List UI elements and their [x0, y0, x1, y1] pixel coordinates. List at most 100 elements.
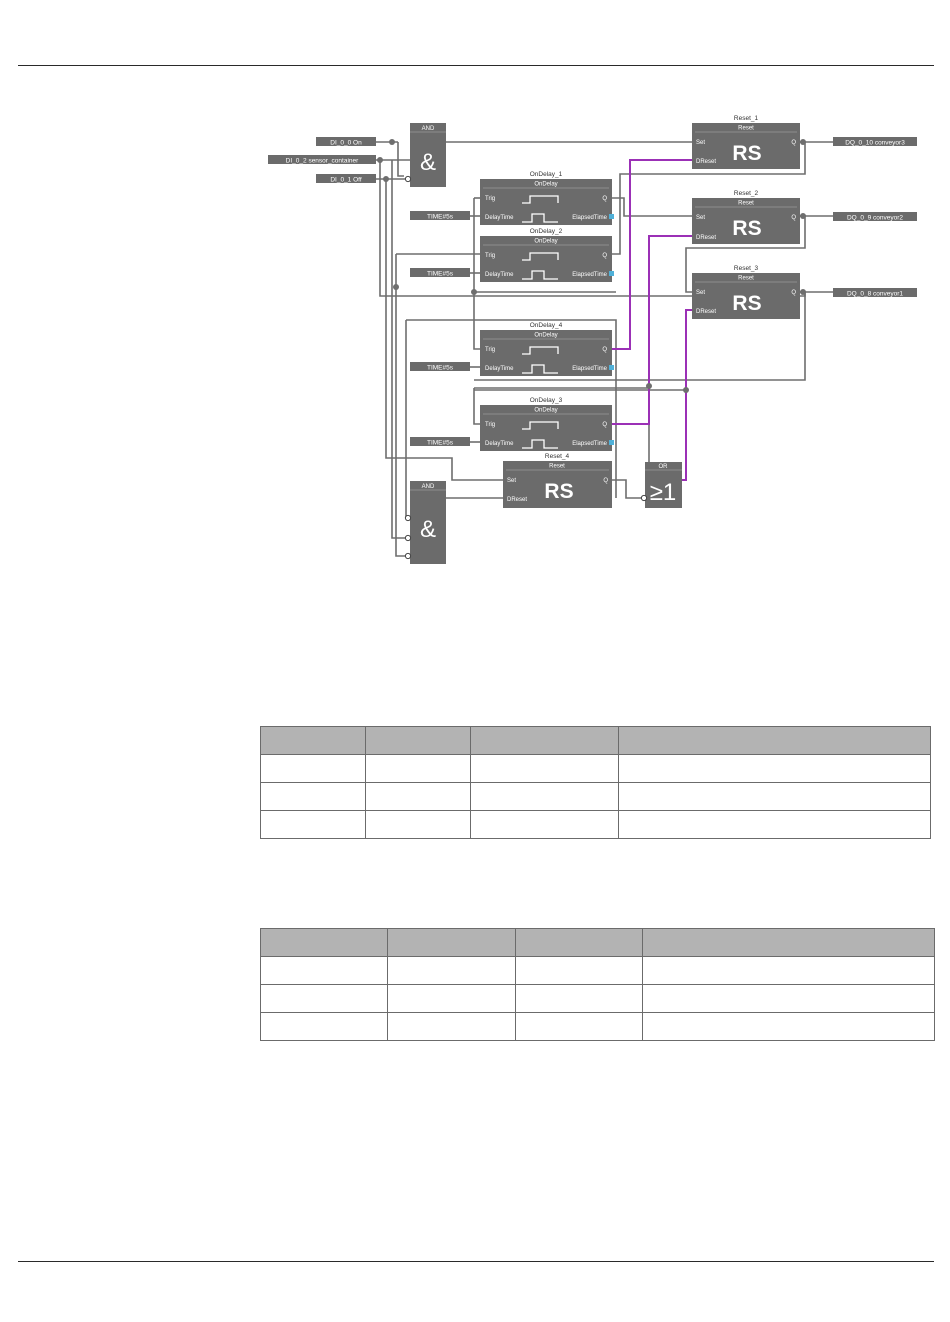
and-gate-1: AND &: [404, 123, 446, 187]
table-header-cell: [260, 928, 388, 957]
table-cell: [365, 810, 471, 839]
and-gate-2-title: AND: [422, 484, 435, 490]
rs-block-reset-4: Reset_4 Reset Set DReset Q RS: [503, 453, 612, 508]
ondelay-block-2-name: OnDelay_2: [530, 228, 563, 235]
pin-q: Q: [602, 422, 607, 428]
table-cell: [365, 754, 471, 783]
table-cell: [387, 956, 516, 985]
ondelay-block-1: OnDelay_1 OnDelay Trig DelayTime Q Elaps…: [480, 171, 614, 225]
table-cell: [470, 810, 619, 839]
and-gate-1-title: AND: [422, 126, 435, 132]
time-label-4: TIME#5s: [427, 365, 454, 372]
pin-dreset: DReset: [696, 159, 716, 165]
pin-trig: Trig: [485, 196, 495, 202]
pulse-icon: [522, 195, 559, 204]
rs-block-reset-1: Reset_1 Reset Set DReset Q RS: [692, 115, 800, 169]
pulse-icon: [522, 346, 559, 355]
pin-set: Set: [696, 140, 705, 146]
pin-set: Set: [696, 290, 705, 296]
rs-block-reset-1-name: Reset_1: [734, 115, 759, 122]
table-2: [260, 928, 935, 1041]
pin-trig: Trig: [485, 422, 495, 428]
table-header-cell: [642, 928, 935, 957]
input-di-on: DI_0_0 On: [330, 140, 362, 147]
pin-elapsedtime: ElapsedTime: [572, 215, 607, 221]
pin-dreset: DReset: [696, 235, 716, 241]
table-header-cell: [260, 726, 366, 755]
pin-delaytime: DelayTime: [485, 215, 514, 221]
table-cell: [387, 1012, 516, 1041]
pin-q: Q: [602, 347, 607, 353]
ondelay-header: OnDelay: [534, 333, 557, 339]
table-cell: [260, 984, 388, 1013]
ondelay-block-3-name: OnDelay_3: [530, 397, 563, 404]
rs-symbol: RS: [544, 480, 573, 503]
pin-q: Q: [603, 478, 608, 484]
delay-pulse-icon: [522, 439, 558, 449]
rs-header: Reset: [738, 126, 754, 132]
pin-delaytime: DelayTime: [485, 441, 514, 447]
table-cell: [260, 810, 366, 839]
table-cell: [515, 984, 643, 1013]
pin-delaytime: DelayTime: [485, 272, 514, 278]
reset-wires: [612, 159, 692, 481]
rs-symbol: RS: [732, 217, 761, 240]
delay-pulse-icon: [522, 213, 558, 223]
table-cell: [470, 782, 619, 811]
table-cell: [387, 984, 516, 1013]
pin-elapsedtime: ElapsedTime: [572, 441, 607, 447]
ondelay-block-4-name: OnDelay_4: [530, 322, 563, 329]
footer-rule: [18, 1261, 934, 1262]
rs-block-reset-3-name: Reset_3: [734, 265, 759, 272]
pulse-icon: [522, 421, 559, 430]
ondelay-block-1-name: OnDelay_1: [530, 171, 563, 178]
pin-dreset: DReset: [507, 497, 527, 503]
pin-q: Q: [602, 196, 607, 202]
table-cell: [515, 956, 643, 985]
table-header-cell: [470, 726, 619, 755]
output-dq10: DQ_0_10 conveyor3: [845, 140, 905, 147]
table-row: [260, 984, 935, 1013]
rs-header: Reset: [738, 201, 754, 207]
table-cell: [642, 956, 935, 985]
pin-dreset: DReset: [696, 309, 716, 315]
table-1: [260, 726, 931, 839]
rs-block-reset-2: Reset_2 Reset Set DReset Q RS: [692, 190, 800, 244]
logic-diagram: DI_0_0 On DI_0_2 sensor_container DI_0_1…: [268, 115, 917, 564]
table-cell: [260, 956, 388, 985]
pin-q: Q: [791, 140, 796, 146]
table-row: [260, 1012, 935, 1041]
table-row: [260, 956, 935, 985]
or-gate-symbol: ≥1: [650, 479, 677, 506]
ondelay-header: OnDelay: [534, 239, 557, 245]
junctions: [377, 139, 806, 393]
output-dq9: DQ_0_9 conveyor2: [847, 215, 903, 222]
time-label-2: TIME#5s: [427, 271, 454, 278]
and-gate-1-symbol: &: [420, 149, 436, 176]
table-row: [260, 810, 931, 839]
pin-trig: Trig: [485, 347, 495, 353]
header-rule: [18, 65, 934, 66]
pin-q: Q: [602, 253, 607, 259]
rs-symbol: RS: [732, 142, 761, 165]
rs-header: Reset: [549, 464, 565, 470]
table-cell: [260, 1012, 388, 1041]
table-cell: [642, 984, 935, 1013]
ondelay-block-4: OnDelay_4 OnDelay Trig DelayTime Q Elaps…: [480, 322, 614, 376]
pin-set: Set: [696, 215, 705, 221]
input-di-off: DI_0_1 Off: [330, 177, 362, 184]
table-cell: [260, 782, 366, 811]
delay-pulse-icon: [522, 270, 558, 280]
table-cell: [618, 782, 931, 811]
pulse-icon: [522, 252, 559, 261]
rs-block-reset-4-name: Reset_4: [545, 453, 570, 460]
input-di-sensor: DI_0_2 sensor_container: [286, 158, 359, 165]
or-gate: OR ≥1: [640, 462, 682, 508]
table-cell: [515, 1012, 643, 1041]
and-gate-2-symbol: &: [420, 516, 436, 543]
table-header-cell: [515, 928, 643, 957]
table-row: [260, 754, 931, 783]
table-cell: [260, 754, 366, 783]
table-row: [260, 782, 931, 811]
pin-elapsedtime: ElapsedTime: [572, 272, 607, 278]
